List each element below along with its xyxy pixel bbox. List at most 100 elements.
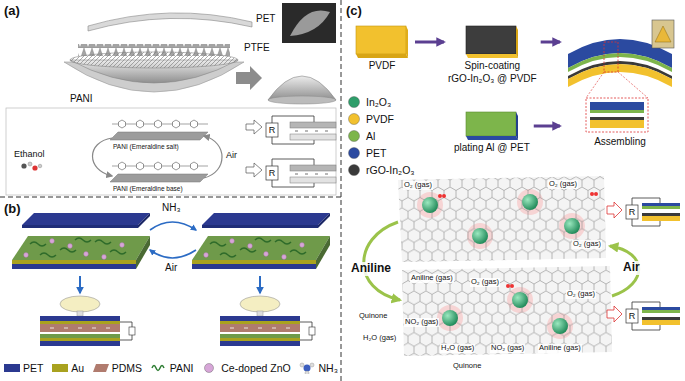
molecule-symbol: [300, 363, 304, 367]
lattice-drawing: [402, 266, 612, 356]
film-label: Spin-coating: [448, 60, 537, 73]
swatch-fill: [349, 165, 360, 176]
molecule-symbol: [310, 363, 314, 367]
part-label: Ethanol: [14, 149, 45, 159]
part-label: PANI: [70, 93, 93, 105]
layer-sheet: [463, 24, 521, 60]
gas-sensor-drawing: [150, 250, 196, 258]
layer-sheet: [590, 110, 644, 113]
process-arrow: [541, 41, 560, 44]
sensor-lens-drawing: [282, 3, 336, 43]
film-label: rGO-In₂O₃ @ PVDF: [448, 73, 537, 86]
panel-separators: [0, 197, 341, 198]
panel-letter: (b): [0, 198, 21, 216]
lattice-drawing: [607, 302, 680, 330]
chemistry-drawing: [110, 120, 208, 140]
legend-item: PDMS: [93, 362, 142, 374]
part-label: PET: [256, 13, 275, 25]
legend-swatch: [299, 362, 315, 374]
lattice-drawing: [442, 310, 458, 326]
part-label: Air: [226, 150, 237, 160]
panel-separators: [0, 0, 341, 381]
layer-sheet: [353, 24, 411, 60]
film-sheet: PVDF: [351, 24, 413, 73]
swatch-fill: [205, 364, 214, 373]
sensor-lens-drawing: [64, 3, 336, 104]
squiggle-symbol: [152, 366, 164, 371]
swatch-fill: [349, 97, 360, 108]
layer-sheet: [463, 110, 521, 142]
legend-item: Ce-doped ZnO: [202, 362, 290, 374]
lattice-drawing: [607, 198, 680, 226]
part-label: NO₂ (gas): [490, 344, 525, 353]
legend-item: Al: [347, 130, 415, 142]
part-label: Quinone: [452, 362, 482, 371]
sensor-lens-drawing: [236, 66, 262, 90]
legend-swatch: [202, 362, 218, 374]
layer-sheet: [356, 54, 408, 58]
part-label: PANI (Emeraldine base): [113, 185, 183, 192]
layer-sheet: [466, 54, 518, 58]
layer-sheet: [590, 120, 644, 128]
legend-swatch: [151, 362, 167, 374]
legend-text: NH₃: [318, 362, 337, 374]
lattice-drawing: [398, 176, 606, 262]
chemistry-drawing: [6, 108, 336, 195]
lattice-drawing: [402, 266, 612, 356]
gas-sensor-drawing: [40, 276, 135, 346]
layer-sheet: [406, 26, 408, 58]
lattice-drawing: [442, 194, 446, 198]
legend-text: Ce-doped ZnO: [221, 362, 290, 374]
part-label: O₂ (gas): [566, 290, 596, 299]
lattice-drawing: [510, 284, 514, 288]
layer-sheet: [590, 117, 644, 120]
lattice-drawing: [590, 192, 594, 196]
part-label: O₂ (gas): [572, 240, 602, 249]
film-sheet: Spin-coatingrGO-In₂O₃ @ PVDF: [446, 24, 539, 85]
chemistry-drawing: [32, 165, 37, 170]
chemistry-drawing: [38, 164, 42, 168]
gas-sensor-drawing: [12, 213, 330, 346]
layer-sheet: [586, 98, 648, 132]
layer-sheet: [356, 26, 406, 54]
chemistry-drawing: [110, 162, 208, 182]
part-label: O₂ (gas): [403, 181, 433, 190]
part-label: Aniline: [350, 262, 392, 276]
layer-sheet: [466, 112, 516, 136]
chemistry-drawing: [21, 163, 26, 168]
layer-sheet: [466, 26, 516, 54]
chemistry-drawing: [28, 162, 32, 166]
sensor-lens-drawing: [88, 13, 252, 31]
gas-sensor-drawing: [192, 213, 330, 269]
chemistry-drawing: [204, 136, 222, 178]
resistor-label: R: [626, 205, 638, 219]
legend-swatch: [4, 362, 20, 374]
part-label: O₂ (gas): [548, 180, 578, 189]
sensor-lens-drawing: [268, 96, 336, 104]
layer-sheet: [652, 20, 674, 48]
layer-sheet: [586, 72, 648, 98]
swatch-fill: [4, 364, 20, 372]
layer-sheet: [516, 26, 518, 58]
part-label: NO₂ (gas): [404, 318, 439, 327]
panel-separators: [341, 0, 342, 381]
legend-row: PETAuPDMSPANICe-doped ZnONH₃: [4, 362, 338, 374]
legend-item: PANI: [151, 362, 194, 374]
film-label: PVDF: [353, 60, 411, 73]
legend-text: PVDF: [366, 113, 394, 125]
sensor-lens-drawing: [290, 10, 330, 36]
swatch-fill: [349, 131, 360, 142]
process-arrow: [415, 41, 444, 44]
legend-text: Al: [366, 130, 375, 142]
legend-text: PET: [23, 362, 43, 374]
chemistry-drawing: [93, 138, 113, 176]
chemistry-drawing: [6, 108, 336, 195]
panel: (c)PVDFSpin-coatingrGO-In₂O₃ @ PVDFplati…: [342, 0, 685, 381]
legend-item: PET: [347, 147, 415, 159]
resistor-label: R: [266, 123, 278, 137]
panel: (a): [0, 0, 340, 197]
gas-sensor-drawing: [12, 213, 150, 269]
chemistry-drawing: [246, 159, 336, 187]
lattice-drawing: [364, 176, 680, 356]
